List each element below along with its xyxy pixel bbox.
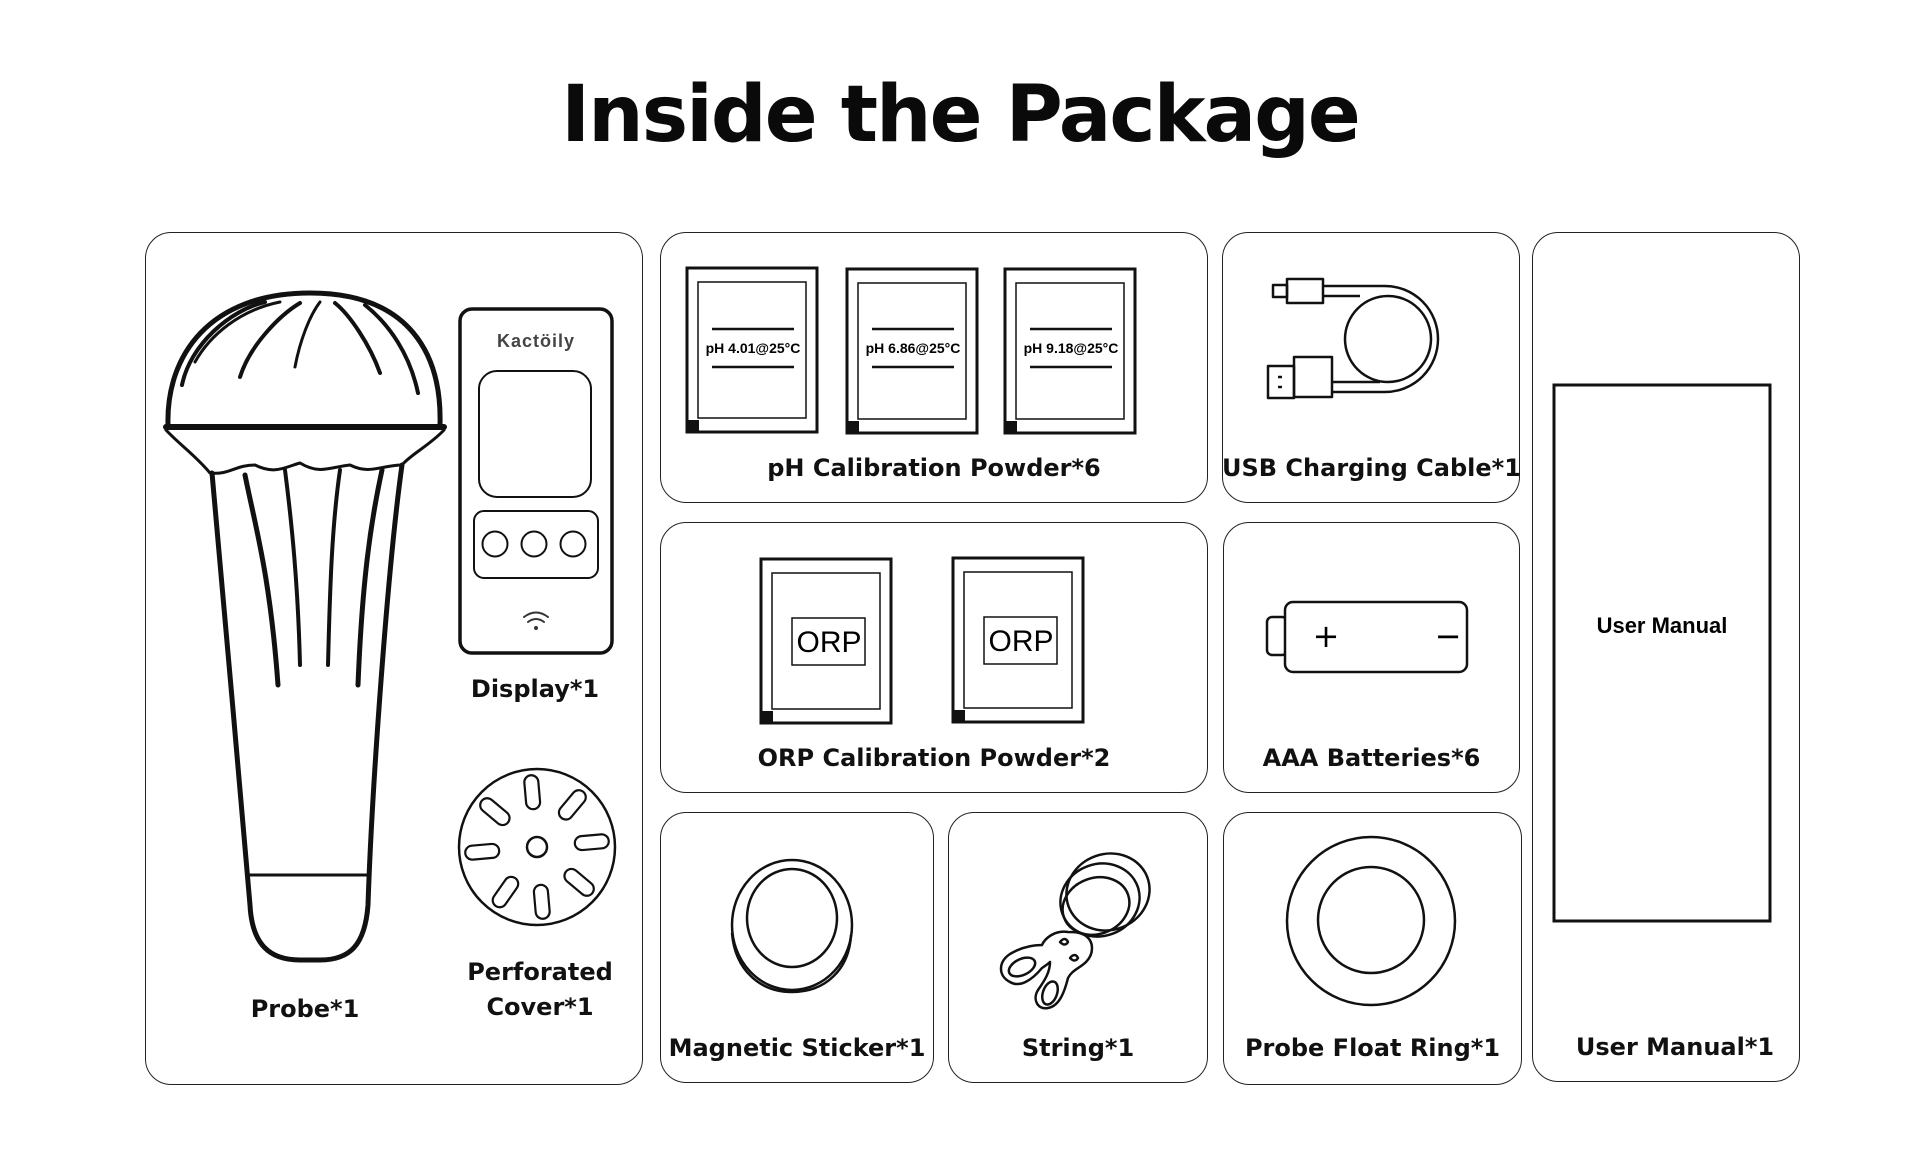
panel-string — [948, 812, 1208, 1083]
perforated-cover-label-line1: Perforated — [467, 958, 613, 986]
panel-usb-cable — [1222, 232, 1520, 503]
ph-powder-label: pH Calibration Powder*6 — [767, 454, 1101, 482]
float-ring-label: Probe Float Ring*1 — [1244, 1034, 1501, 1062]
orp-sachets-illustration: ORP ORP — [759, 556, 1085, 725]
display-label: Display*1 — [470, 675, 600, 703]
string-label: String*1 — [1021, 1034, 1135, 1062]
wifi-icon — [523, 611, 549, 630]
page-title: Inside the Package — [561, 70, 1361, 160]
panel-float-ring — [1223, 812, 1522, 1085]
user-manual-icon: User Manual — [1552, 383, 1772, 923]
ph-sachet — [685, 266, 819, 434]
orp-sachet-text-1: ORP — [796, 626, 861, 659]
display-icon: Kactöily — [458, 307, 614, 655]
batteries-label: AAA Batteries*6 — [1262, 744, 1481, 772]
panel-user-manual — [1532, 232, 1800, 1082]
string-icon — [999, 852, 1151, 1010]
magnetic-sticker-label: Magnetic Sticker*1 — [668, 1034, 926, 1062]
display-brand: Kactöily — [497, 331, 575, 351]
perforated-cover-label-line2: Cover*1 — [486, 993, 594, 1021]
battery-minus-sign: − — [1435, 617, 1462, 655]
orp-sachet — [951, 556, 1085, 724]
magnetic-sticker-icon — [730, 858, 854, 994]
perforated-cover-icon — [457, 767, 617, 927]
usb-cable-label: USB Charging Cable*1 — [1222, 454, 1521, 482]
probe-label: Probe*1 — [250, 995, 360, 1023]
probe-icon — [163, 290, 447, 963]
ph-sachet — [845, 267, 979, 435]
ph-sachet — [1003, 267, 1137, 435]
ph-sachet-text-1: pH 4.01@25°C — [706, 340, 801, 356]
orp-powder-label: ORP Calibration Powder*2 — [757, 744, 1111, 772]
orp-sachet-text-2: ORP — [988, 625, 1053, 658]
panel-orp-powder — [660, 522, 1208, 793]
user-manual-cover-text: User Manual — [1597, 613, 1728, 638]
usb-cable-icon — [1266, 277, 1440, 400]
battery-plus-sign: + — [1313, 617, 1340, 655]
orp-sachet — [759, 557, 893, 725]
ph-sachet-text-2: pH 6.86@25°C — [866, 340, 961, 356]
battery-icon: + − — [1265, 600, 1469, 674]
float-ring-icon — [1285, 835, 1457, 1007]
ph-sachets-illustration: pH 4.01@25°C pH 6.86@25°C pH 9.18@25°C — [685, 266, 1137, 435]
user-manual-label: User Manual*1 — [1575, 1033, 1775, 1061]
ph-sachet-text-3: pH 9.18@25°C — [1024, 340, 1119, 356]
panel-magnetic-sticker — [660, 812, 934, 1083]
